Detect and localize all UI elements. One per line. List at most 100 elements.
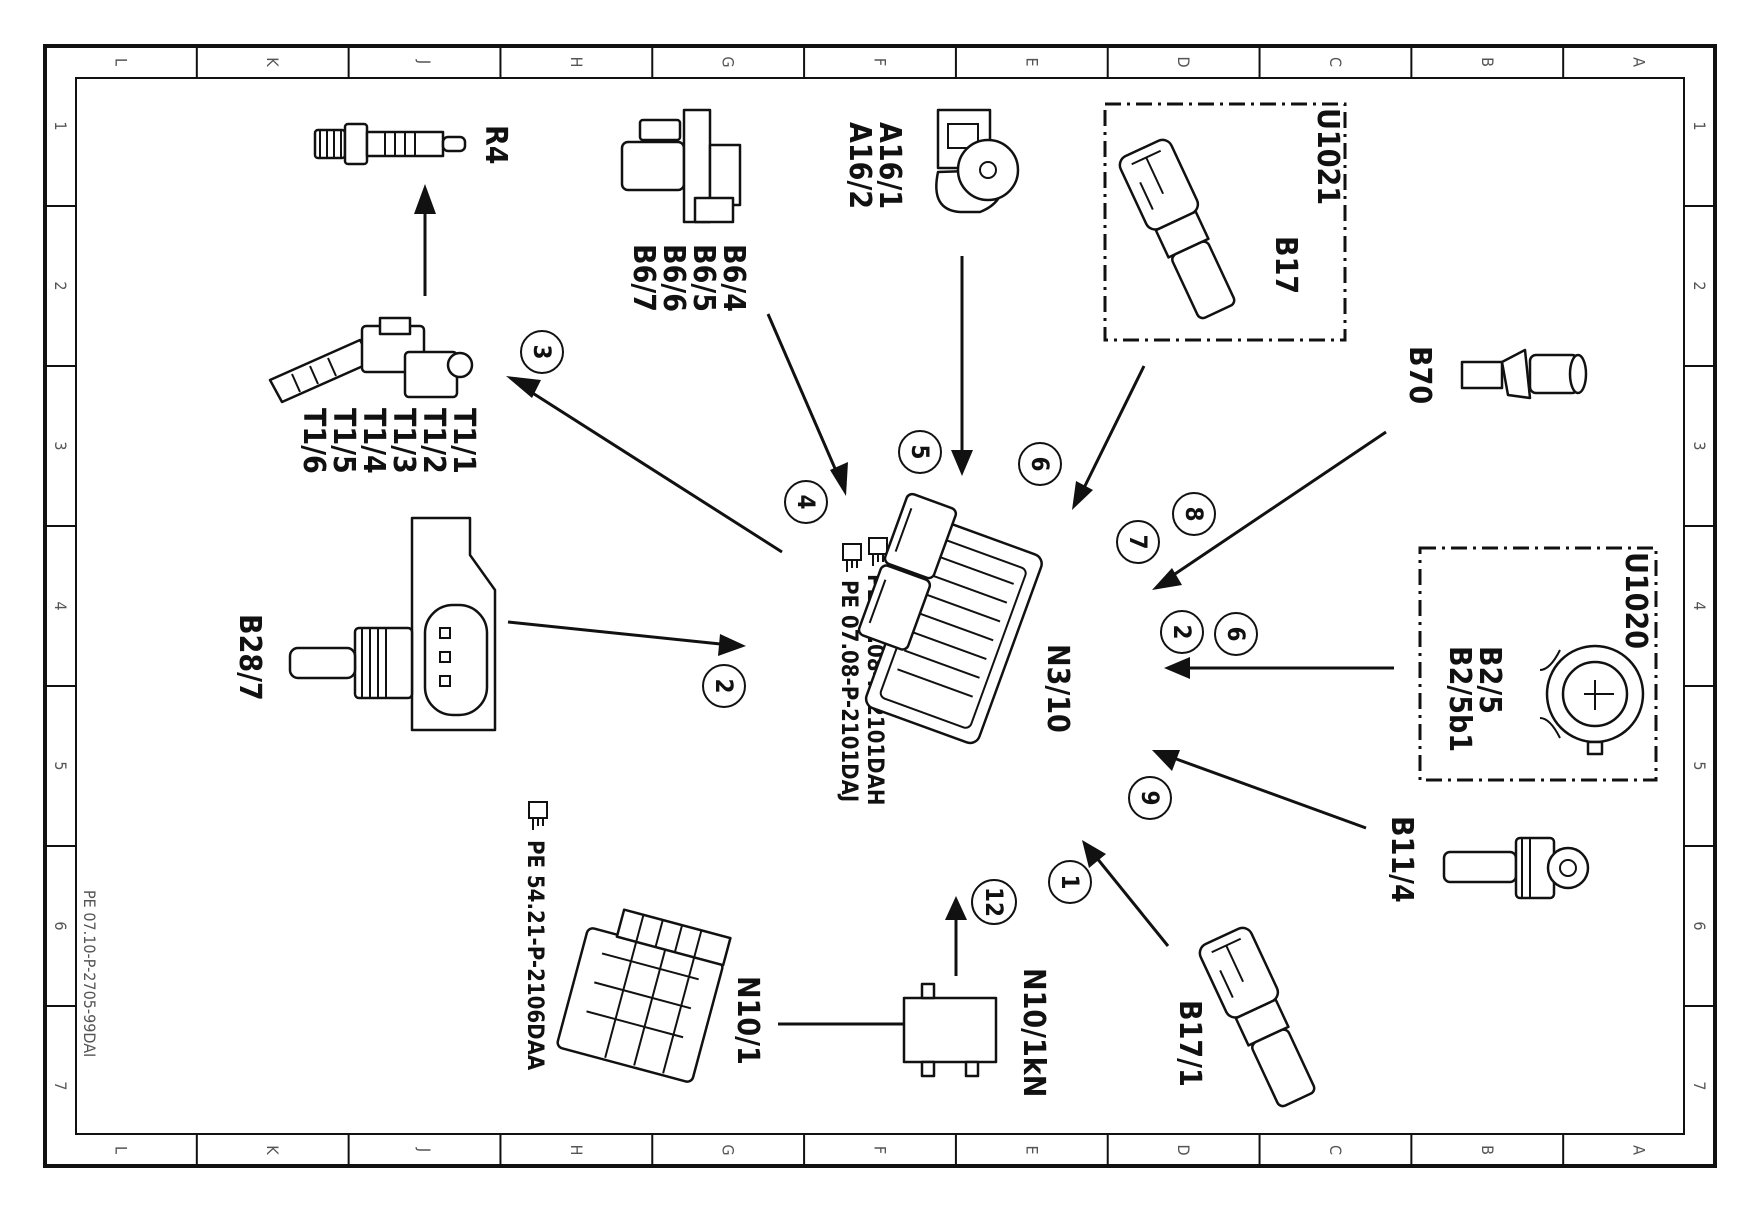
label-b11-4: B11/4	[1384, 816, 1419, 903]
circled-number-3: 3	[520, 330, 564, 374]
arrow-2-left	[507, 620, 731, 647]
grid-label: K	[263, 57, 282, 67]
svg-text:4: 4	[792, 494, 820, 509]
grid-label: 5	[1690, 761, 1709, 770]
label-b28-7: B28/7	[232, 614, 267, 701]
svg-text:7: 7	[1124, 534, 1152, 549]
connection-arrows	[414, 184, 1394, 1026]
crankshaft-sensor-b70	[1460, 348, 1588, 400]
grid-label: 5	[51, 761, 70, 770]
label-b6-group: B6/4 B6/5 B6/6 B6/7	[626, 244, 751, 312]
label-b17-1: B17/1	[1172, 1000, 1207, 1087]
svg-text:2: 2	[710, 678, 738, 693]
grid-label: H	[567, 1145, 586, 1156]
ignition-coil-t1	[268, 316, 474, 404]
svg-text:PE 07.08-P-2101DAJ: PE 07.08-P-2101DAJ	[836, 580, 861, 802]
grid-label: 3	[1690, 441, 1709, 450]
label-t1-1: T1/1	[446, 408, 481, 474]
label-b6-7: B6/7	[626, 244, 661, 312]
label-n10-1kn: N10/1kN	[1016, 968, 1051, 1097]
hand-pointer-icon	[528, 801, 548, 830]
circled-number-4: 4	[784, 480, 828, 524]
u1020-b2-5-group	[1418, 546, 1658, 782]
circled-number-2-left: 2	[702, 664, 746, 708]
label-r4: R4	[478, 125, 513, 165]
pressure-sensor-b28-7	[288, 516, 497, 732]
grid-label: E	[1022, 57, 1041, 66]
grid-label: 6	[51, 921, 70, 930]
ecu-reference-2: PE 07.08-P-2101DAJ	[836, 543, 862, 802]
circled-number-1: 1	[1048, 860, 1092, 904]
circled-number-5: 5	[898, 430, 942, 474]
label-n10-1: N10/1	[730, 976, 765, 1065]
circled-number-12: 12	[971, 879, 1017, 925]
svg-text:8: 8	[1180, 506, 1208, 521]
grid-label: J	[415, 59, 434, 64]
label-b6-4: B6/4	[716, 244, 751, 312]
arrow-6	[1078, 365, 1146, 497]
glow-plug-r4	[313, 122, 467, 166]
circled-number-8: 8	[1172, 492, 1216, 536]
label-t1-group: T1/1 T1/2 T1/3 T1/4 T1/5 T1/6	[296, 408, 481, 474]
circled-number-6-top: 6	[1018, 442, 1062, 486]
arrow-4	[766, 313, 842, 481]
label-b2-5: B2/5	[1472, 646, 1507, 714]
circled-number-2-right: 2	[1160, 610, 1204, 654]
grid-label: 2	[1690, 281, 1709, 290]
grid-label: G	[719, 1144, 738, 1155]
grid-label: 1	[51, 121, 70, 130]
grid-label: L	[111, 1146, 130, 1154]
coolant-sensor-b11-4	[1442, 836, 1590, 900]
grid-label: 1	[1690, 121, 1709, 130]
label-a16-1: A16/1	[872, 122, 907, 209]
circled-number-7: 7	[1116, 520, 1160, 564]
svg-text:6: 6	[1222, 626, 1250, 641]
grid-label: K	[263, 1145, 282, 1155]
grid-label: 4	[51, 601, 70, 610]
arrow-1	[1090, 851, 1170, 947]
u1021-b17-group	[1103, 102, 1347, 342]
label-b17: B17	[1268, 236, 1303, 294]
svg-text:9: 9	[1136, 790, 1164, 805]
grid-label: B	[1478, 1145, 1497, 1155]
label-b6-5: B6/5	[686, 244, 721, 312]
label-a16-2: A16/2	[842, 122, 877, 209]
label-u1021: U1021	[1310, 108, 1345, 205]
label-t1-5: T1/5	[326, 408, 361, 474]
label-t1-3: T1/3	[386, 408, 421, 474]
temperature-sensor-b17-1	[1198, 926, 1316, 1108]
label-u1020: U1020	[1618, 552, 1653, 649]
grid-label: B	[1478, 57, 1497, 67]
label-n3-10: N3/10	[1040, 644, 1075, 733]
label-a16-group: A16/1 A16/2	[842, 122, 907, 209]
grid-label: D	[1174, 56, 1193, 67]
sheet-id: PE 07.10-P-2705-99DAI	[80, 890, 99, 1057]
grid-label: 6	[1690, 921, 1709, 930]
svg-text:2: 2	[1168, 624, 1196, 639]
drawing-frame	[43, 44, 1717, 1168]
svg-text:1: 1	[1056, 874, 1084, 889]
relay-n10-1kn	[902, 982, 998, 1078]
svg-text:6: 6	[1026, 456, 1054, 471]
fuse-relay-module-n10-1	[556, 908, 732, 1083]
grid-label: 7	[1690, 1081, 1709, 1090]
ecu-n3-10	[857, 492, 1043, 745]
circled-number-6-right: 6	[1214, 612, 1258, 656]
svg-text:3: 3	[528, 344, 556, 359]
grid-label: G	[719, 56, 738, 67]
grid-label: D	[1174, 1144, 1193, 1155]
grid-label: 3	[51, 441, 70, 450]
label-b70: B70	[1402, 346, 1437, 404]
fuse-reference: PE 54.21-P-2106DAA	[522, 801, 548, 1071]
grid-label: F	[871, 1146, 890, 1154]
grid-label: A	[1630, 57, 1649, 67]
label-b6-6: B6/6	[656, 244, 691, 312]
grid-label: 4	[1690, 601, 1709, 610]
grid-label: 7	[51, 1081, 70, 1090]
hand-pointer-icon	[868, 537, 888, 566]
grid-label: A	[1630, 1145, 1649, 1155]
grid-label: J	[415, 1147, 434, 1152]
grid-row-dividers	[45, 205, 1715, 1007]
label-t1-6: T1/6	[296, 408, 331, 474]
